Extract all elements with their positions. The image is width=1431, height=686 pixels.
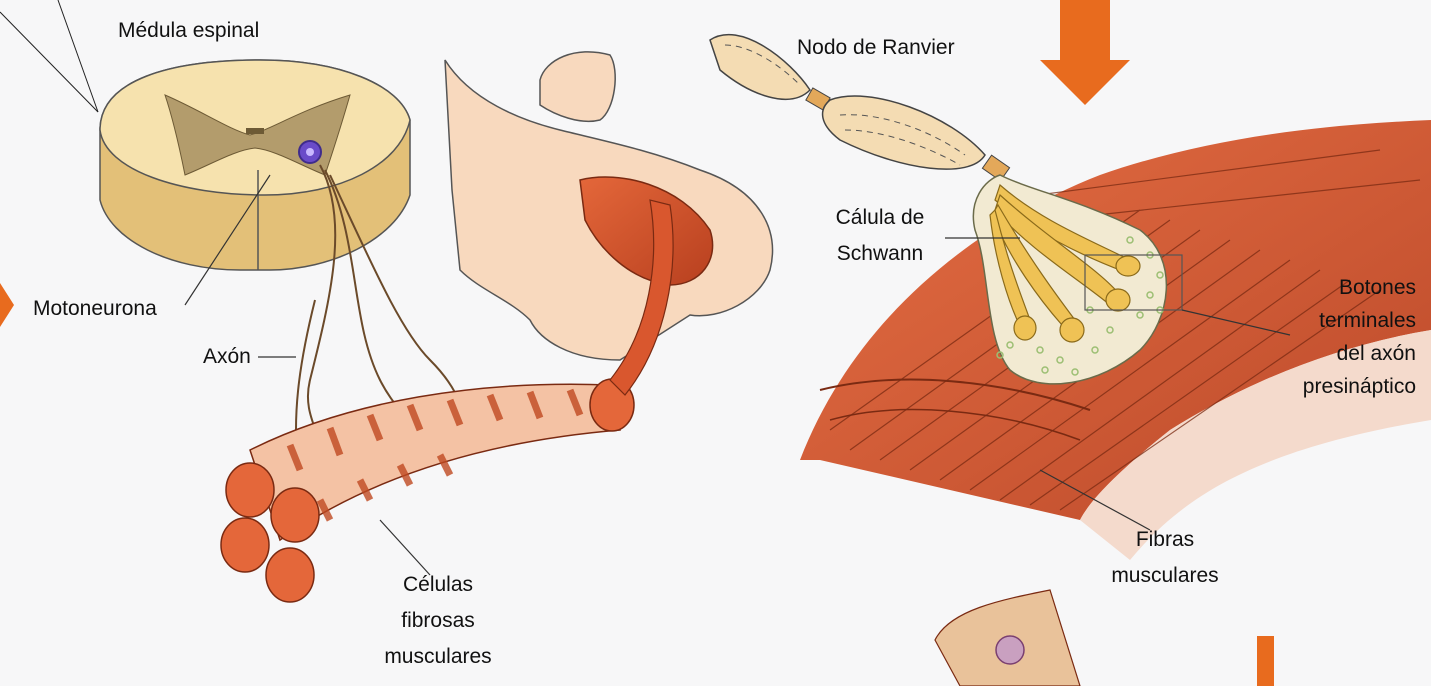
label-fibras-line2: musculares <box>1090 563 1240 589</box>
label-fibras-musculares: Fibras musculares <box>1090 527 1240 589</box>
corner-pointer-lines <box>0 0 98 112</box>
muscle-fiber-bundle <box>221 379 634 602</box>
label-botones-line1: Botones <box>1250 275 1416 301</box>
label-medula-espinal: Médula espinal <box>118 18 259 44</box>
label-nodo-de-ranvier: Nodo de Ranvier <box>797 35 955 61</box>
arrow-right-icon <box>0 283 14 327</box>
arm-with-biceps <box>445 52 772 395</box>
label-axon: Axón <box>203 344 251 370</box>
label-celulas-line2: fibrosas <box>378 608 498 634</box>
bar-icon <box>1257 636 1274 686</box>
label-fibras-line1: Fibras <box>1090 527 1240 553</box>
label-botones-terminales: Botones terminales del axón presináptico <box>1250 275 1416 400</box>
label-botones-line2: terminales <box>1250 308 1416 334</box>
label-botones-line3: del axón <box>1250 341 1416 367</box>
arrow-down-icon <box>1040 0 1130 105</box>
label-celula-de-schwann: Cálula de Schwann <box>815 205 945 267</box>
celulas-pointer <box>380 520 430 575</box>
label-celulas-fibrosas: Células fibrosas musculares <box>378 572 498 670</box>
label-celulas-line1: Células <box>378 572 498 598</box>
spinal-cord <box>100 60 410 270</box>
label-botones-line4: presináptico <box>1250 374 1416 400</box>
label-celulas-line3: musculares <box>378 644 498 670</box>
label-schwann-line1: Cálula de <box>815 205 945 231</box>
bottom-fiber-fragment <box>935 590 1080 686</box>
label-motoneurona: Motoneurona <box>33 296 157 322</box>
label-schwann-line2: Schwann <box>815 241 945 267</box>
